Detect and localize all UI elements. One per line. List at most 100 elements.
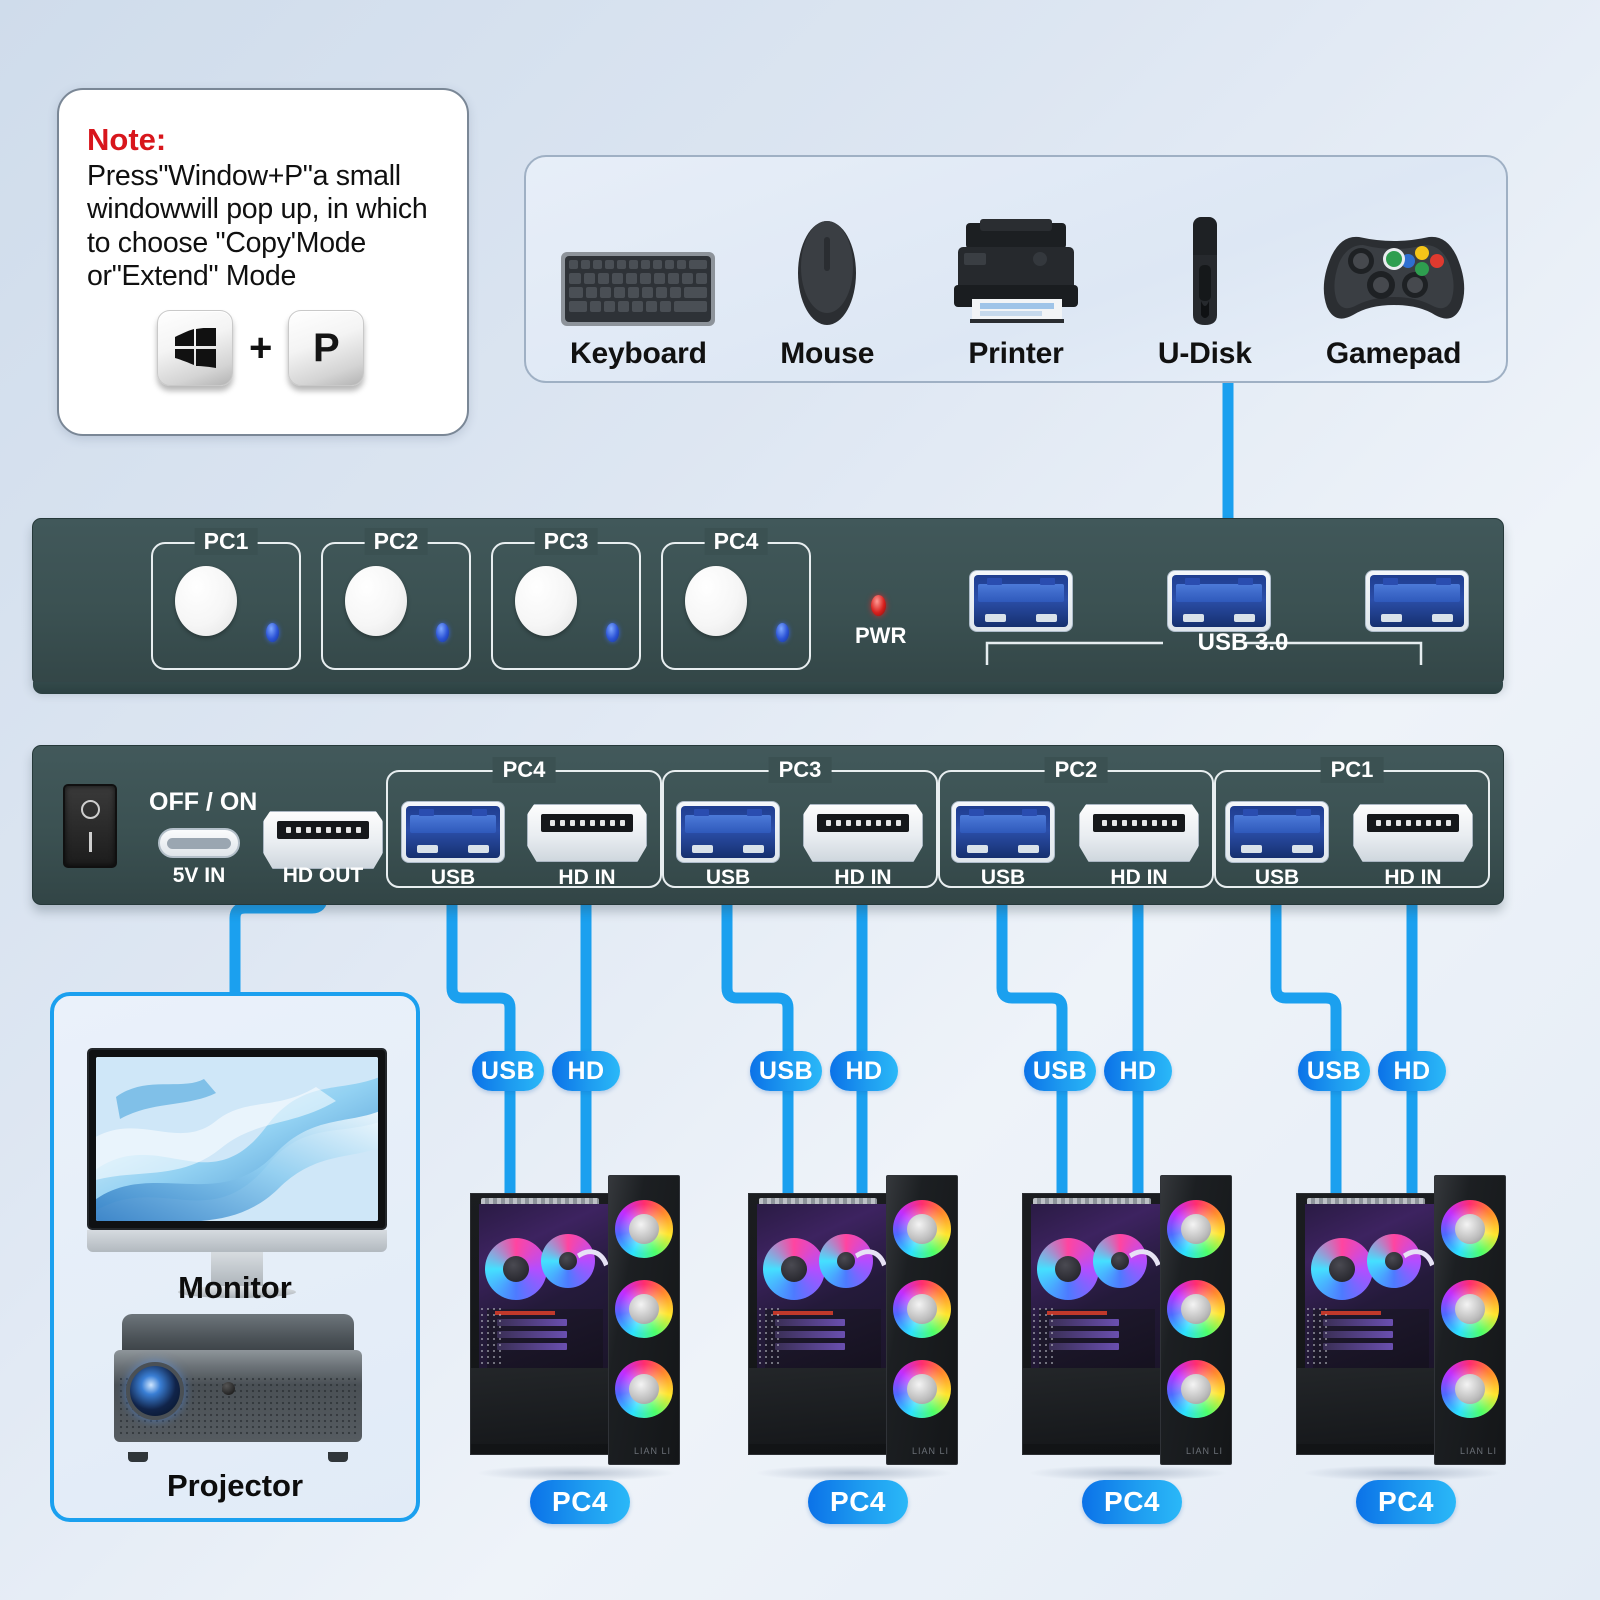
badge-usb-1: USB <box>472 1051 544 1091</box>
peripheral-printer: Printer <box>922 202 1111 371</box>
pc4-select-button[interactable] <box>685 566 747 636</box>
front-group-pc1: PC1 <box>151 528 301 670</box>
p-key[interactable]: P <box>288 310 365 387</box>
monitor-icon <box>87 1048 387 1298</box>
pc1-hd-label: HD IN <box>1384 866 1442 889</box>
usb-flash-drive-icon <box>1181 202 1229 327</box>
rgb-fan-icon <box>1441 1360 1499 1418</box>
power-on-icon <box>88 832 92 853</box>
off-on-label: OFF / ON <box>149 788 258 816</box>
pc1-usb-port[interactable] <box>1225 801 1329 863</box>
badge-hd-1: HD <box>552 1051 620 1091</box>
power-switch[interactable] <box>63 784 117 868</box>
rear-group-label: PC2 <box>1044 757 1108 783</box>
usb3-hub-label: USB 3.0 <box>1197 629 1289 656</box>
usb3-port-1[interactable] <box>969 570 1073 632</box>
rgb-fan-icon <box>893 1200 951 1258</box>
badge-usb-2: USB <box>750 1051 822 1091</box>
power-input-port[interactable] <box>158 828 240 858</box>
hd-out-port[interactable] <box>263 811 383 869</box>
rear-group-pc2: PC2 <box>938 757 1214 888</box>
power-off-icon <box>80 799 100 819</box>
pc4-hd-label: HD IN <box>558 866 616 889</box>
peripheral-udisk: U-Disk <box>1110 202 1299 371</box>
rgb-fan-icon <box>615 1360 673 1418</box>
pc2-select-button[interactable] <box>345 566 407 636</box>
note-text: Press"Window+P"a small windowwill pop up… <box>87 159 428 293</box>
pc3-hd-in-port[interactable] <box>803 804 923 862</box>
pc-tower-2: LIAN LI <box>748 1175 958 1481</box>
rgb-fan-icon <box>819 1234 873 1288</box>
gamepad-icon <box>1319 202 1469 327</box>
pc2-hd-in-port[interactable] <box>1079 804 1199 862</box>
rgb-fan-icon <box>615 1280 673 1338</box>
front-panel-lip <box>33 682 1503 694</box>
rgb-fan-icon <box>1167 1200 1225 1258</box>
rgb-fan-icon <box>1367 1234 1421 1288</box>
front-group-label: PC3 <box>534 528 598 555</box>
rgb-fan-icon <box>1167 1360 1225 1418</box>
peripheral-label: Keyboard <box>570 337 707 370</box>
power-input-label: 5V IN <box>172 864 226 887</box>
projector-icon <box>104 1314 372 1462</box>
rgb-fan-icon <box>893 1280 951 1338</box>
rgb-fan-icon <box>763 1238 825 1300</box>
tower-label-4: PC4 <box>1356 1480 1456 1524</box>
badge-hd-3: HD <box>1104 1051 1172 1091</box>
front-group-pc4: PC4 <box>661 528 811 670</box>
pc4-usb-port[interactable] <box>401 801 505 863</box>
kvm-front-panel: PC1 PC2 PC3 PC4 PWR <box>32 518 1504 694</box>
usb3-bracket <box>985 641 1423 665</box>
rear-group-pc1: PC1 <box>1214 757 1490 888</box>
rgb-fan-icon <box>1093 1234 1147 1288</box>
shortcut-keys: + P <box>87 310 441 387</box>
front-group-label: PC2 <box>364 528 428 555</box>
badge-hd-4: HD <box>1378 1051 1446 1091</box>
pc4-hd-in-port[interactable] <box>527 804 647 862</box>
pc2-led-icon <box>436 623 449 642</box>
usb3-port-2[interactable] <box>1167 570 1271 632</box>
pc3-hd-label: HD IN <box>834 866 892 889</box>
peripheral-label: U-Disk <box>1157 337 1252 370</box>
pc3-select-button[interactable] <box>515 566 577 636</box>
rear-group-label: PC3 <box>768 757 832 783</box>
tower-label-1: PC4 <box>530 1480 630 1524</box>
front-group-pc2: PC2 <box>321 528 471 670</box>
tower-label-2: PC4 <box>808 1480 908 1524</box>
rear-group-pc3: PC3 <box>662 757 938 888</box>
badge-usb-4: USB <box>1298 1051 1370 1091</box>
pc1-hd-in-port[interactable] <box>1353 804 1473 862</box>
note-box: Note: Press"Window+P"a small windowwill … <box>57 88 469 436</box>
power-label: PWR <box>855 623 907 648</box>
usb3-port-3[interactable] <box>1365 570 1469 632</box>
peripheral-gamepad: Gamepad <box>1299 202 1488 371</box>
hd-out-label: HD OUT <box>282 864 364 887</box>
rear-group-label: PC4 <box>492 757 556 783</box>
pc2-hd-label: HD IN <box>1110 866 1168 889</box>
pc3-led-icon <box>606 623 619 642</box>
pc3-usb-port[interactable] <box>676 801 780 863</box>
peripheral-label: Printer <box>968 337 1064 370</box>
pc-tower-4: LIAN LI <box>1296 1175 1506 1481</box>
peripheral-mouse: Mouse <box>733 202 922 371</box>
peripheral-label: Mouse <box>780 337 875 370</box>
display-devices-box: Monitor Projector <box>50 992 420 1522</box>
pc2-usb-port[interactable] <box>951 801 1055 863</box>
peripheral-keyboard: Keyboard <box>544 202 733 371</box>
rear-group-pc4: PC4 <box>386 757 662 888</box>
front-group-pc3: PC3 <box>491 528 641 670</box>
badge-hd-2: HD <box>830 1051 898 1091</box>
windows-key[interactable] <box>157 310 233 387</box>
pc-tower-3: LIAN LI <box>1022 1175 1232 1481</box>
rgb-fan-icon <box>1441 1200 1499 1258</box>
power-led-icon <box>871 595 886 616</box>
windows-logo-icon <box>175 328 216 369</box>
pc1-select-button[interactable] <box>175 566 237 636</box>
rgb-fan-icon <box>1311 1238 1373 1300</box>
keyboard-icon <box>560 202 716 327</box>
pc1-led-icon <box>266 623 279 642</box>
kvm-rear-panel: OFF / ON 5V IN HD OUT PC4 USB HD IN <box>32 745 1504 905</box>
mouse-icon <box>796 202 858 327</box>
plus-sign: + <box>249 325 273 370</box>
